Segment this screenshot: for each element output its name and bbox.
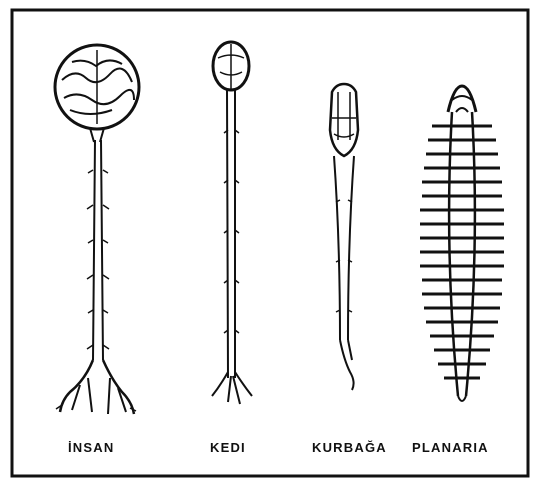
planaria-transverse-nerves [420, 126, 504, 378]
label-insan: İNSAN [68, 440, 114, 455]
frog-brain [330, 84, 358, 156]
human-nervous-system [55, 45, 139, 414]
frog-spinal-cord [334, 156, 354, 340]
cat-spinal-cord [227, 90, 235, 378]
label-kedi: KEDI [210, 440, 246, 455]
frog-nervous-system [330, 84, 358, 390]
label-kurbaga: KURBAĞA [312, 440, 387, 455]
label-planaria: PLANARIA [412, 440, 489, 455]
cat-nervous-system [212, 42, 252, 404]
planaria-nervous-system [420, 86, 504, 401]
human-spinal-cord [93, 140, 103, 360]
